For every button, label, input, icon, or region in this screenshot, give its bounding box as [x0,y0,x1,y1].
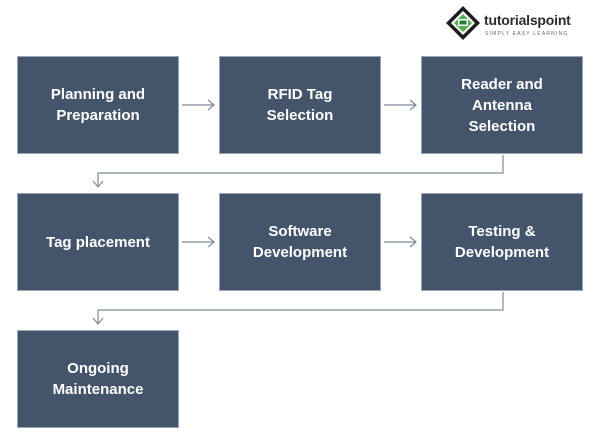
arrowhead-3-to-4 [92,180,104,188]
tutorialspoint-logo-icon [446,6,480,40]
arrowhead-6-to-7 [92,317,104,325]
arrowhead-1-to-2 [207,99,215,111]
step-testing-and-development: Testing & Development [421,193,583,291]
step-software-development: Software Development [219,193,381,291]
arrowhead-2-to-3 [409,99,417,111]
step-rfid-tag-selection: RFID Tag Selection [219,56,381,154]
step-planning-and-preparation: Planning and Preparation [17,56,179,154]
tutorialspoint-logo: tutorialspoint SIMPLY EASY LEARNING [444,4,594,44]
logo-tagline: SIMPLY EASY LEARNING [485,31,569,37]
step-tag-placement: Tag placement [17,193,179,291]
logo-wordmark: tutorialspoint [484,12,571,28]
arrow-6-to-7 [97,292,504,324]
arrowhead-5-to-6 [409,236,417,248]
step-reader-and-antenna-selection: Reader and Antenna Selection [421,56,583,154]
arrow-3-to-4 [97,155,504,187]
arrowhead-4-to-5 [207,236,215,248]
step-ongoing-maintenance: Ongoing Maintenance [17,330,179,428]
